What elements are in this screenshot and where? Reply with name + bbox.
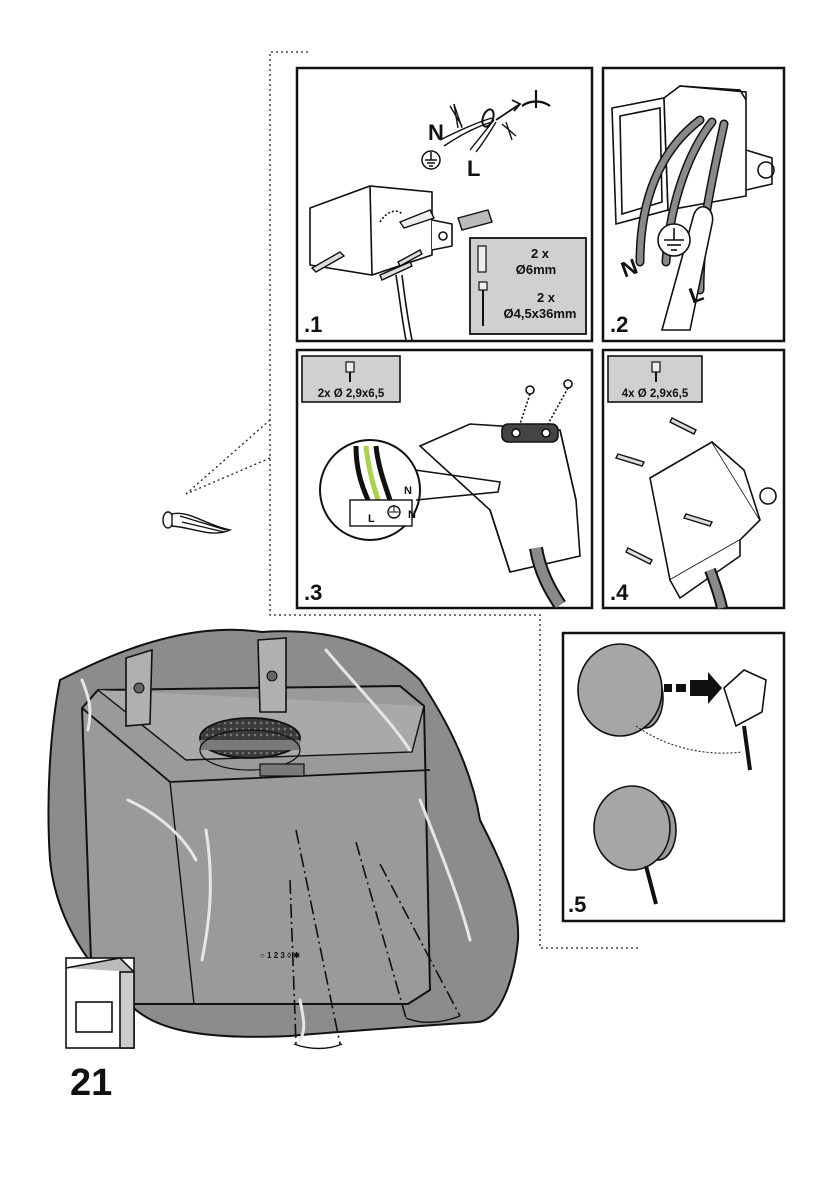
panel-1-plug-size: Ø6mm — [516, 262, 556, 277]
junction-box-closed — [649, 440, 777, 610]
panel-1-wire-l: L — [467, 156, 480, 181]
screw-icon — [615, 417, 713, 565]
panel-3-screw-spec: 2x Ø 2,9x6,5 — [318, 388, 385, 400]
panel-1-label: .1 — [304, 312, 322, 337]
panel-1: N L — [295, 66, 594, 343]
panel-3-callout: 2x Ø 2,9x6,5 — [301, 355, 401, 403]
panel-3-terminal-n: N — [404, 485, 412, 497]
earth-icon — [657, 223, 691, 257]
hand-pliers — [660, 206, 714, 331]
panel-1-screw-qty: 2 x — [537, 290, 556, 305]
wall-anchor-detail — [162, 511, 233, 534]
panel-3: 2x Ø 2,9x6,5 L N N .3 — [295, 348, 594, 610]
fan-grille — [199, 717, 301, 771]
terminal-zoom: L N N — [319, 439, 501, 541]
panel-3-label: .3 — [304, 580, 322, 605]
panel-2-label: .2 — [610, 312, 628, 337]
wall-plug-icon — [521, 90, 551, 108]
panel-1-plug-qty: 2 x — [531, 246, 550, 261]
panel-1-screw-size: Ø4,5x36mm — [504, 306, 577, 321]
panel-3-terminal-l: L — [368, 513, 375, 525]
panel-1-callout: 2 x Ø6mm 2 x Ø4,5x36mm — [469, 237, 587, 335]
hood-control-marks: ○ 1 2 3 ◊ ✱ — [260, 951, 300, 960]
earth-icon — [421, 150, 441, 170]
insert-arrow — [664, 672, 722, 704]
panel-5-label: .5 — [568, 892, 586, 917]
small-junction-box — [723, 669, 767, 771]
panel-4-callout: 4x Ø 2,9x6,5 — [607, 355, 703, 403]
terminal-box — [418, 379, 581, 609]
panel-4: 4x Ø 2,9x6,5 .4 — [601, 348, 786, 610]
manual-booklet-icon — [65, 957, 135, 1049]
panel-5: .5 — [561, 631, 786, 923]
forbidden-cross-icon — [453, 103, 463, 129]
panel-2: N L .2 — [601, 66, 786, 343]
page-number: 21 — [70, 1062, 113, 1104]
screw-icon — [310, 209, 493, 281]
panel-4-label: .4 — [610, 580, 629, 605]
panel-1-wire-n: N — [428, 120, 444, 145]
cap-knob-upper — [577, 643, 664, 737]
cap-knob-lower — [593, 785, 677, 905]
hood-with-film: ○ 1 2 3 ◊ ✱ — [47, 628, 520, 1050]
panel-4-screw-spec: 4x Ø 2,9x6,5 — [622, 388, 689, 400]
panel-3-terminal-n-2: N — [408, 509, 416, 521]
dotted-leader-lines — [185, 51, 640, 949]
